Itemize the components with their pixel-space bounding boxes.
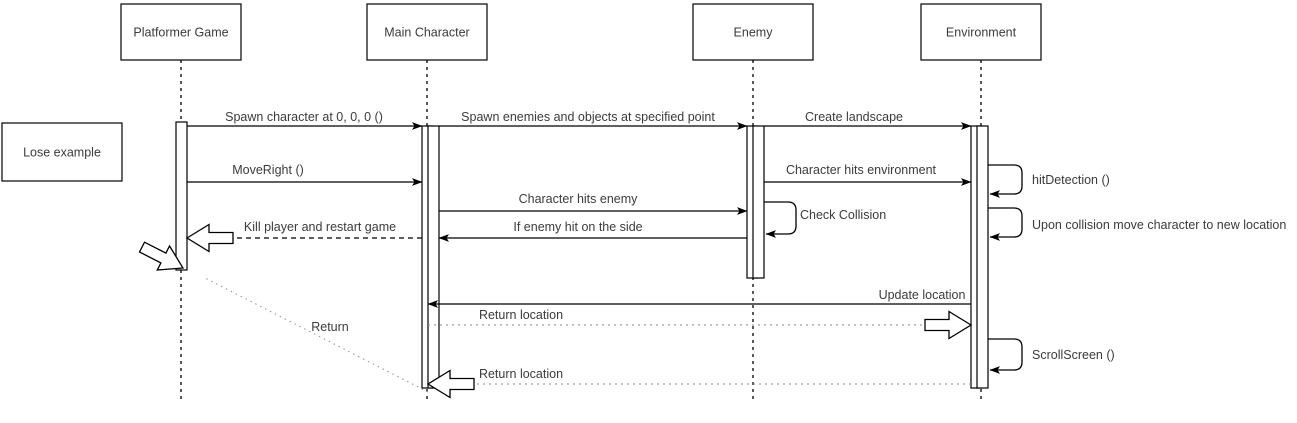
message-label-m7: If enemy hit on the side <box>513 220 642 234</box>
participant-box-environment[interactable] <box>920 3 1042 61</box>
message-label-m12: Return <box>311 320 349 334</box>
message-m12[interactable]: Return <box>138 241 429 393</box>
self-call-path-sc2 <box>988 207 1023 241</box>
message-m1[interactable]: Spawn character at 0, 0, 0 () <box>187 110 423 130</box>
self-call-sc1[interactable]: hitDetection () <box>988 164 1110 198</box>
message-m6[interactable]: Character hits enemy <box>439 192 748 215</box>
participant-box-character[interactable] <box>366 3 488 61</box>
message-label-m11: Return location <box>479 367 563 381</box>
participant-label-enemy: Enemy <box>734 25 774 39</box>
message-m4[interactable]: MoveRight () <box>187 163 423 186</box>
message-label-m2: Spawn enemies and objects at specified p… <box>461 110 715 124</box>
self-call-label-sc4: ScrollScreen () <box>1032 348 1115 362</box>
self-call-label-sc1: hitDetection () <box>1032 173 1110 187</box>
message-label-m5: Character hits environment <box>786 163 937 177</box>
message-label-m8: Kill player and restart game <box>244 220 396 234</box>
participant-character[interactable]: Main Character <box>366 3 488 61</box>
message-m8[interactable]: Kill player and restart game <box>185 220 422 253</box>
participant-label-character: Main Character <box>384 25 469 39</box>
message-label-m4: MoveRight () <box>232 163 304 177</box>
participant-label-environment: Environment <box>946 25 1017 39</box>
activation-bars <box>175 121 989 389</box>
message-arrowhead-m11 <box>426 369 475 399</box>
notes: Lose example <box>1 122 123 182</box>
message-m11[interactable]: Return location <box>426 367 971 399</box>
participant-label-platformer: Platformer Game <box>133 25 228 39</box>
self-calls: hitDetection () Upon collision move chara… <box>764 164 1286 374</box>
self-call-label-sc2: Upon collision move character to new loc… <box>1032 218 1286 232</box>
participant-boxes: Platformer Game Main Character Enemy Enviro… <box>120 3 1042 61</box>
activation-bar-act-environment-inner <box>976 125 989 389</box>
message-m10[interactable]: Return location <box>428 308 973 340</box>
message-arrowhead-m8 <box>185 223 234 253</box>
self-call-label-sc3: Check Collision <box>800 208 886 222</box>
message-label-m6: Character hits enemy <box>519 192 639 206</box>
activation-bar-act-character-inner <box>427 125 440 389</box>
message-label-m3: Create landscape <box>805 110 903 124</box>
note-lose-example: Lose example <box>1 122 123 182</box>
message-m2[interactable]: Spawn enemies and objects at specified p… <box>439 110 748 130</box>
self-call-sc4[interactable]: ScrollScreen () <box>988 338 1115 374</box>
message-label-m9: Update location <box>879 288 966 302</box>
note-label-lose-example: Lose example <box>23 145 101 159</box>
message-label-m10: Return location <box>479 308 563 322</box>
message-m7[interactable]: If enemy hit on the side <box>438 220 747 242</box>
participant-enemy[interactable]: Enemy <box>692 3 814 61</box>
participant-box-platformer[interactable] <box>120 3 242 61</box>
self-call-path-sc1 <box>988 164 1023 198</box>
message-line-m12 <box>204 277 429 393</box>
participant-environment[interactable]: Environment <box>920 3 1042 61</box>
message-m5[interactable]: Character hits environment <box>764 163 972 186</box>
message-m3[interactable]: Create landscape <box>764 110 972 130</box>
message-label-m1: Spawn character at 0, 0, 0 () <box>225 110 383 124</box>
participant-box-enemy[interactable] <box>692 3 814 61</box>
self-call-path-sc4 <box>988 338 1023 374</box>
message-arrowhead-m10 <box>924 310 973 340</box>
messages: Spawn character at 0, 0, 0 () Spawn enemi… <box>138 110 973 399</box>
message-arrowhead-m12 <box>138 241 185 271</box>
self-call-sc3[interactable]: Check Collision <box>764 201 886 238</box>
self-call-sc2[interactable]: Upon collision move character to new loc… <box>988 207 1286 241</box>
participant-platformer[interactable]: Platformer Game <box>120 3 242 61</box>
activation-bar-act-platformer <box>175 121 188 271</box>
self-call-path-sc3 <box>764 201 797 238</box>
message-m9[interactable]: Update location <box>427 288 971 308</box>
note-box-lose-example <box>1 122 123 182</box>
activation-bar-act-enemy-inner <box>752 125 765 279</box>
